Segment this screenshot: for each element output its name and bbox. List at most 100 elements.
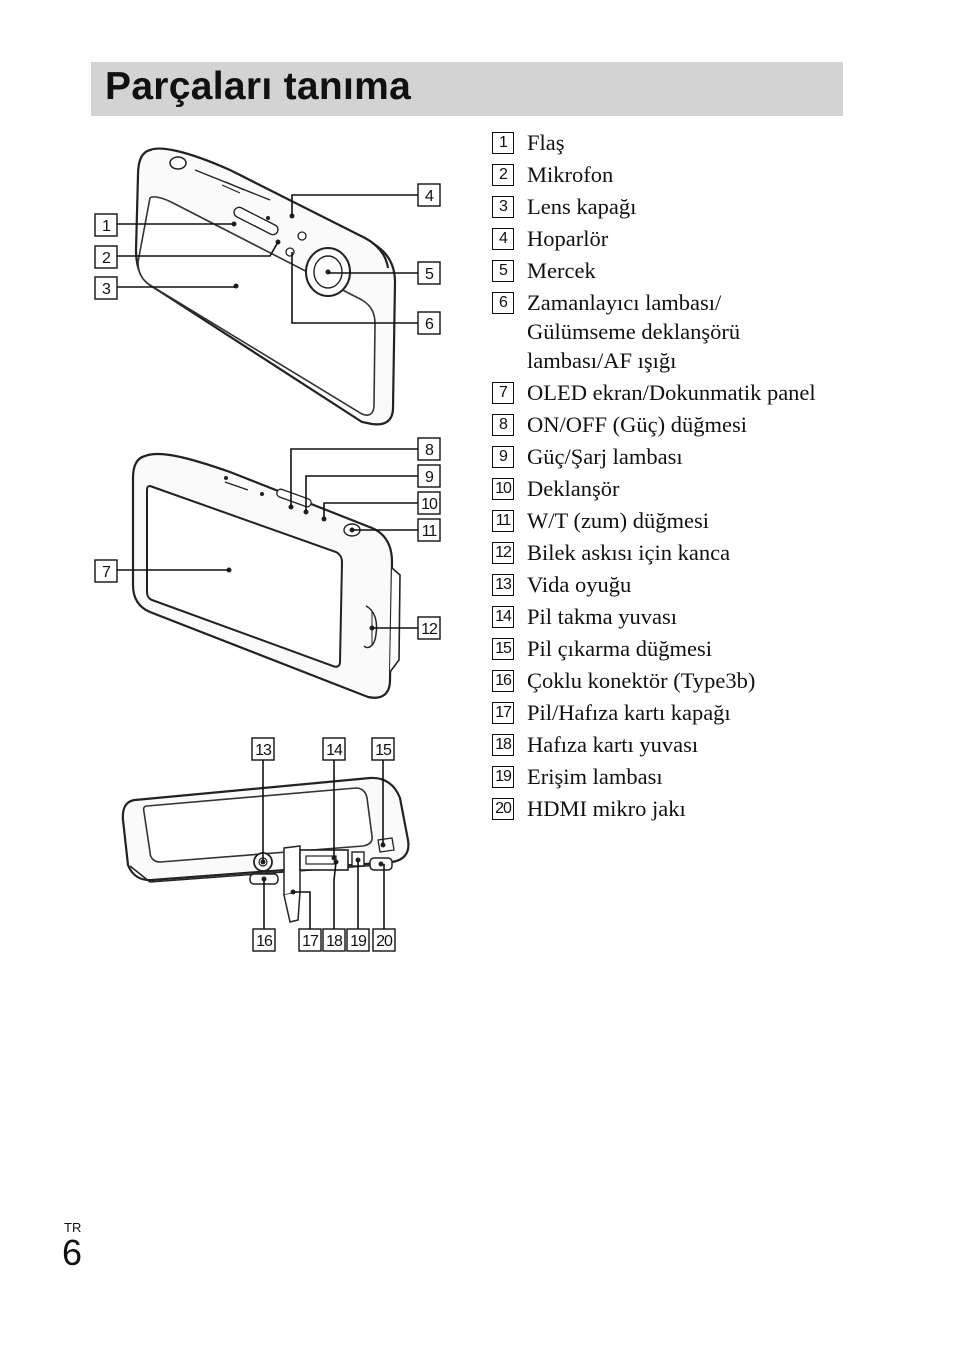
part-number: 18 [492, 734, 514, 756]
svg-text:10: 10 [421, 496, 438, 513]
part-label: HDMI mikro jakı [527, 796, 686, 821]
svg-text:8: 8 [425, 442, 434, 459]
svg-text:1: 1 [102, 218, 111, 235]
part-label: Pil takma yuvası [527, 604, 677, 629]
svg-text:3: 3 [102, 281, 111, 298]
part-number: 12 [492, 542, 514, 564]
list-item: 3 Lens kapağı [492, 192, 842, 221]
part-label: OLED ekran/Dokunmatik panel [527, 380, 816, 405]
part-number: 13 [492, 574, 514, 596]
list-item: 7 OLED ekran/Dokunmatik panel [492, 378, 827, 407]
part-number: 8 [492, 414, 514, 436]
part-number: 1 [492, 132, 514, 154]
svg-text:5: 5 [425, 266, 434, 283]
callout-3: 3 [94, 276, 118, 300]
callout-10: 10 [417, 491, 441, 515]
part-number: 2 [492, 164, 514, 186]
svg-text:16: 16 [256, 933, 273, 950]
part-label: Erişim lambası [527, 764, 663, 789]
callout-11: 11 [417, 518, 441, 542]
part-label: Bilek askısı için kanca [527, 540, 731, 565]
part-number: 15 [492, 638, 514, 660]
callout-8: 8 [417, 437, 441, 461]
svg-text:11: 11 [422, 523, 438, 540]
part-number: 4 [492, 228, 514, 250]
svg-text:18: 18 [326, 933, 343, 950]
list-item: 10 Deklanşör [492, 474, 842, 503]
part-label: Çoklu konektör (Type3b) [527, 668, 756, 693]
parts-list: 1 Flaş 2 Mikrofon 3 Lens kapağı 4 Hoparlör 5… [492, 128, 842, 826]
list-item: 1 Flaş [492, 128, 842, 157]
callout-19: 19 [346, 928, 370, 952]
svg-text:14: 14 [326, 742, 343, 759]
part-label: Pil/Hafıza kartı kapağı [527, 700, 731, 725]
part-number: 3 [492, 196, 514, 218]
svg-text:4: 4 [425, 188, 434, 205]
part-number: 17 [492, 702, 514, 724]
list-item: 16 Çoklu konektör (Type3b) [492, 666, 842, 695]
list-item: 14 Pil takma yuvası [492, 602, 842, 631]
list-item: 2 Mikrofon [492, 160, 842, 189]
list-item: 12 Bilek askısı için kanca [492, 538, 842, 567]
svg-text:15: 15 [375, 742, 392, 759]
part-number: 16 [492, 670, 514, 692]
list-item: 4 Hoparlör [492, 224, 842, 253]
svg-text:7: 7 [102, 564, 111, 581]
callout-20: 20 [372, 928, 396, 952]
part-label: Vida oyuğu [527, 572, 632, 597]
svg-text:20: 20 [376, 933, 393, 950]
part-number: 11 [492, 510, 514, 532]
list-item: 19 Erişim lambası [492, 762, 842, 791]
part-number: 20 [492, 798, 514, 820]
camera-bottom-view [121, 760, 410, 929]
callout-12: 12 [417, 616, 441, 640]
callout-17: 17 [298, 928, 322, 952]
page-number: 6 [62, 1232, 83, 1273]
part-number: 5 [492, 260, 514, 282]
list-item: 11 W/T (zum) düğmesi [492, 506, 842, 535]
list-item: 17 Pil/Hafıza kartı kapağı [492, 698, 842, 727]
callout-16: 16 [252, 928, 276, 952]
part-label: Hafıza kartı yuvası [527, 732, 699, 757]
svg-text:13: 13 [255, 742, 272, 759]
page-title: Parçaları tanıma [105, 65, 412, 108]
callout-18: 18 [322, 928, 346, 952]
callout-13: 13 [251, 737, 275, 761]
callout-7: 7 [94, 559, 118, 583]
callout-5: 5 [417, 261, 441, 285]
part-number: 6 [492, 292, 514, 314]
list-item: 13 Vida oyuğu [492, 570, 842, 599]
part-number: 19 [492, 766, 514, 788]
part-label: Güç/Şarj lambası [527, 444, 683, 469]
callout-15: 15 [371, 737, 395, 761]
svg-text:9: 9 [425, 469, 434, 486]
part-label: Deklanşör [527, 476, 620, 501]
section-header: Parçaları tanıma [91, 62, 843, 116]
part-label: Mikrofon [527, 162, 614, 187]
part-label: Mercek [527, 258, 596, 283]
svg-text:19: 19 [350, 933, 367, 950]
part-number: 7 [492, 382, 514, 404]
part-number: 14 [492, 606, 514, 628]
list-item: 18 Hafıza kartı yuvası [492, 730, 842, 759]
svg-text:2: 2 [102, 250, 111, 267]
list-item: 15 Pil çıkarma düğmesi [492, 634, 842, 663]
part-label: Hoparlör [527, 226, 609, 251]
callout-4: 4 [417, 183, 441, 207]
svg-text:17: 17 [302, 933, 319, 950]
callout-6: 6 [417, 311, 441, 335]
part-number: 10 [492, 478, 514, 500]
part-label: Pil çıkarma düğmesi [527, 636, 712, 661]
svg-text:6: 6 [425, 316, 434, 333]
callout-2: 2 [94, 245, 118, 269]
svg-text:12: 12 [421, 621, 438, 638]
camera-front-view [117, 147, 418, 426]
callout-9: 9 [417, 464, 441, 488]
part-label: Lens kapağı [527, 194, 637, 219]
part-label: Flaş [527, 130, 565, 155]
part-label: W/T (zum) düğmesi [527, 508, 710, 533]
